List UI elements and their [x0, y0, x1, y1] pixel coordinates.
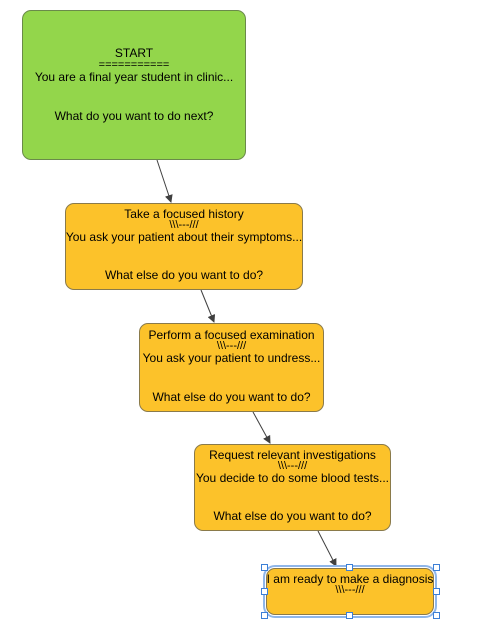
- node-prompt: What else do you want to do?: [104, 268, 264, 282]
- node-perform-examination[interactable]: Perform a focused examination \\\---/// …: [139, 323, 324, 412]
- node-description: You are a final year student in clinic..…: [34, 70, 234, 84]
- node-description: You ask your patient to undress...: [142, 351, 321, 365]
- node-separator: \\\---///: [216, 340, 247, 352]
- node-separator: \\\---///: [277, 460, 308, 472]
- node-prompt: What else do you want to do?: [213, 509, 372, 523]
- resize-handle-bottom[interactable]: [346, 612, 353, 619]
- resize-handle-top-left[interactable]: [261, 564, 268, 571]
- node-separator: \\\---///: [169, 219, 199, 231]
- connector-start-to-history[interactable]: [156, 159, 173, 203]
- node-description: You ask your patient about their symptom…: [65, 230, 303, 244]
- node-title: Request relevant investigations: [209, 448, 376, 462]
- resize-handle-left[interactable]: [261, 588, 268, 595]
- node-prompt: What do you want to do next?: [54, 109, 214, 123]
- resize-handle-bottom-left[interactable]: [261, 612, 268, 619]
- node-description: You decide to do some blood tests...: [195, 471, 390, 485]
- connector-history-to-examination[interactable]: [200, 289, 216, 323]
- resize-handle-top-right[interactable]: [433, 564, 440, 571]
- resize-handle-right[interactable]: [433, 588, 440, 595]
- node-title: I am ready to make a diagnosis: [266, 572, 434, 586]
- node-take-history[interactable]: Take a focused history \\\---/// You ask…: [65, 203, 303, 290]
- resize-handle-bottom-right[interactable]: [433, 612, 440, 619]
- resize-handle-top[interactable]: [346, 564, 353, 571]
- node-separator: ===========: [98, 59, 170, 71]
- connector-investigations-to-diagnosis[interactable]: [317, 530, 337, 567]
- node-title: Perform a focused examination: [148, 328, 315, 342]
- node-make-diagnosis[interactable]: I am ready to make a diagnosis \\\---///: [263, 565, 437, 618]
- node-prompt: What else do you want to do?: [152, 390, 311, 404]
- connector-examination-to-investigations[interactable]: [252, 411, 271, 444]
- node-title: START: [114, 46, 154, 60]
- node-separator: \\\---///: [335, 584, 365, 596]
- node-start[interactable]: START =========== You are a final year s…: [22, 10, 246, 160]
- node-title: Take a focused history: [124, 207, 244, 221]
- node-request-investigations[interactable]: Request relevant investigations \\\---//…: [194, 444, 391, 531]
